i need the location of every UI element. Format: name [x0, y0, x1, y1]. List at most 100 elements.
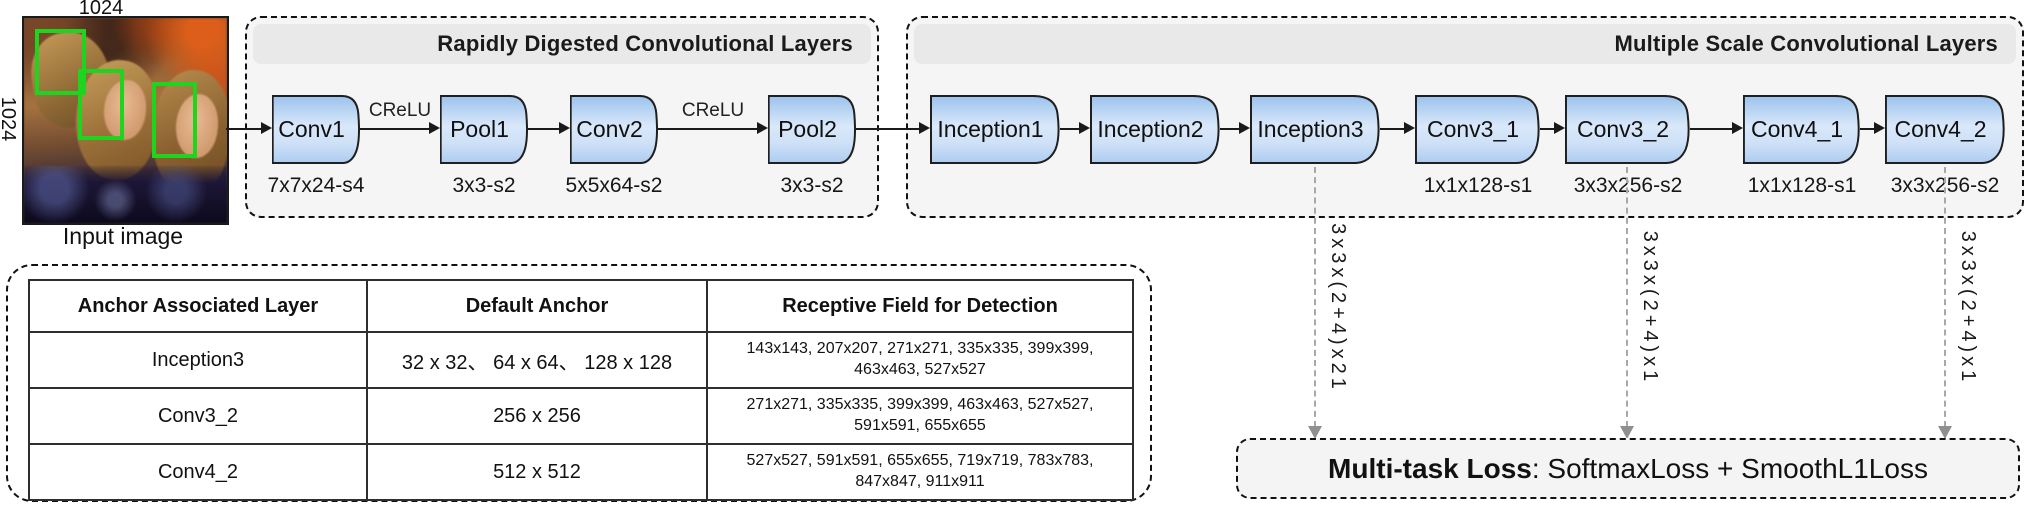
block-label: Pool2 [778, 116, 837, 142]
flow-arrow [856, 128, 920, 130]
block-label: Pool1 [450, 116, 509, 142]
layer-block-inception1: Inception1 [930, 95, 1060, 164]
crelu-label: CReLU [368, 100, 432, 121]
block-shape [272, 95, 360, 164]
anchor-arrow-inception3 [1314, 167, 1316, 427]
layer-block-conv4-2: Conv4_2 [1885, 95, 2005, 164]
block-shape [1743, 95, 1860, 164]
block-label: Conv4_1 [1750, 116, 1844, 142]
input-height-label: 1024 [0, 96, 19, 142]
flow-arrowhead [559, 122, 570, 134]
table-row: Conv3_2 256 x 256 271x271, 335x335, 399x… [28, 387, 1134, 445]
layer-block-conv3-1: Conv3_1 [1415, 95, 1540, 164]
col-header-anchor: Default Anchor [366, 279, 708, 333]
flow-arrowhead [1732, 122, 1743, 134]
cell-anchor: 256 x 256 [366, 387, 708, 445]
block-label: Conv1 [278, 116, 345, 142]
flow-arrow [226, 128, 262, 130]
table-row: Conv4_2 512 x 512 527x527, 591x591, 655x… [28, 443, 1134, 501]
flow-arrowhead [1874, 122, 1885, 134]
mscl-header-band: Multiple Scale Convolutional Layers [914, 24, 2016, 64]
anchor-arrow-conv3-2 [1626, 167, 1628, 427]
layer-block-conv1: Conv1 [272, 95, 360, 164]
block-label: Conv3_1 [1426, 116, 1520, 142]
anchor-dim-label: 3x3x(2+4)x1 [1957, 230, 1979, 386]
loss-detail: : SoftmaxLoss + SmoothL1Loss [1531, 452, 1928, 484]
block-shape [1250, 95, 1380, 164]
block-shape [1090, 95, 1220, 164]
flow-arrow [528, 128, 560, 130]
cell-receptive: 527x527, 591x591, 655x655, 719x719, 783x… [706, 443, 1134, 501]
layer-block-pool2: Pool2 [768, 95, 856, 164]
anchor-dim-label: 3x3x(2+4)x1 [1639, 230, 1661, 386]
face-detection-box [35, 29, 86, 95]
pompoms-shape [24, 166, 227, 223]
cell-layer: Conv3_2 [28, 387, 368, 445]
input-width-label: 1024 [78, 0, 124, 19]
block-shape [768, 95, 856, 164]
crelu-label: CReLU [681, 100, 745, 121]
flow-arrowhead [429, 122, 440, 134]
layer-block-conv2: Conv2 [570, 95, 658, 164]
block-label: Conv4_2 [1894, 116, 1987, 142]
flow-arrow [360, 128, 430, 130]
block-shape [1885, 95, 2005, 164]
face-detection-box [152, 82, 197, 158]
flow-arrow [1060, 128, 1080, 130]
flow-arrow [1540, 128, 1555, 130]
flow-arrow [1380, 128, 1405, 130]
layer-block-conv3-2: Conv3_2 [1565, 95, 1690, 164]
table-header-row: Anchor Associated Layer Default Anchor R… [28, 279, 1134, 333]
table-row: Inception3 32 x 32、 64 x 64、 128 x 128 1… [28, 331, 1134, 389]
layer-block-inception2: Inception2 [1090, 95, 1220, 164]
flow-arrow [1690, 128, 1733, 130]
cell-receptive: 271x271, 335x335, 399x399, 463x463, 527x… [706, 387, 1134, 445]
kernel-label-pool1: 3x3-s2 [452, 174, 516, 197]
block-label: Conv2 [576, 116, 643, 142]
flow-arrow [658, 128, 758, 130]
cell-receptive: 143x143, 207x207, 271x271, 335x335, 399x… [706, 331, 1134, 389]
flow-arrowhead [1554, 122, 1565, 134]
loss-title: Multi-task Loss [1328, 452, 1532, 484]
rdcl-header-band: Rapidly Digested Convolutional Layers [253, 24, 871, 64]
block-shape [570, 95, 658, 164]
block-shape [930, 95, 1060, 164]
block-label: Inception2 [1097, 116, 1204, 142]
kernel-label-conv2: 5x5x64-s2 [565, 174, 663, 197]
face-detection-box [78, 69, 124, 140]
kernel-label-pool2: 3x3-s2 [780, 174, 844, 197]
flow-arrowhead [261, 122, 272, 134]
kernel-label-conv3-1: 1x1x128-s1 [1423, 174, 1533, 197]
block-shape [1565, 95, 1690, 164]
flow-arrowhead [1404, 122, 1415, 134]
flow-arrow [1860, 128, 1875, 130]
anchor-dim-label: 3x3x(2+4)x21 [1327, 223, 1349, 393]
col-header-receptive: Receptive Field for Detection [706, 279, 1134, 333]
anchor-arrow-conv4-2 [1944, 167, 1946, 427]
block-label: Inception1 [937, 116, 1044, 142]
layer-block-inception3: Inception3 [1250, 95, 1380, 164]
block-shape [440, 95, 528, 164]
flow-arrowhead [757, 122, 768, 134]
anchor-arrowhead [1308, 426, 1322, 439]
flow-arrowhead [1079, 122, 1090, 134]
cell-anchor: 32 x 32、 64 x 64、 128 x 128 [366, 331, 708, 389]
block-shape [1415, 95, 1540, 164]
block-label: Conv3_2 [1576, 116, 1670, 142]
anchor-arrowhead [1620, 426, 1634, 439]
input-image-caption: Input image [62, 223, 184, 249]
cell-anchor: 512 x 512 [366, 443, 708, 501]
cell-layer: Inception3 [28, 331, 368, 389]
anchor-arrowhead [1938, 426, 1952, 439]
kernel-label-conv1: 7x7x24-s4 [267, 174, 365, 197]
anchor-table: Anchor Associated Layer Default Anchor R… [28, 279, 1134, 501]
block-label: Inception3 [1257, 116, 1364, 142]
mscl-title: Multiple Scale Convolutional Layers [1614, 31, 1998, 56]
multi-task-loss-box: Multi-task Loss: SoftmaxLoss + SmoothL1L… [1236, 438, 2020, 499]
kernel-label-conv4-1: 1x1x128-s1 [1747, 174, 1857, 197]
flow-arrowhead [919, 122, 930, 134]
flow-arrowhead [1239, 122, 1250, 134]
layer-block-conv4-1: Conv4_1 [1743, 95, 1860, 164]
col-header-layer: Anchor Associated Layer [28, 279, 368, 333]
